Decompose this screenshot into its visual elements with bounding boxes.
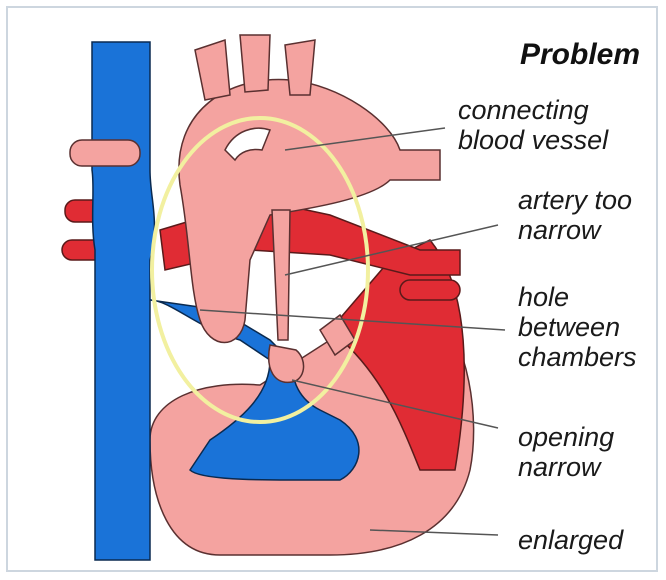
label-hole: hole between chambers — [518, 282, 637, 372]
vena-cava — [92, 42, 154, 560]
aortic-branch-1 — [195, 40, 230, 100]
label-opening: opening narrow — [518, 422, 614, 482]
diagram-title: Problem — [520, 38, 640, 72]
label-connecting: connecting blood vessel — [458, 95, 608, 155]
aortic-branch-3 — [285, 40, 315, 95]
narrow-opening — [269, 345, 304, 382]
pulmonary-branch-3 — [400, 280, 460, 300]
label-enlarged: enlarged — [518, 525, 623, 555]
left-side-vessel — [70, 140, 140, 166]
aortic-branch-2 — [240, 35, 270, 92]
label-artery-narrow: artery too narrow — [518, 185, 632, 245]
